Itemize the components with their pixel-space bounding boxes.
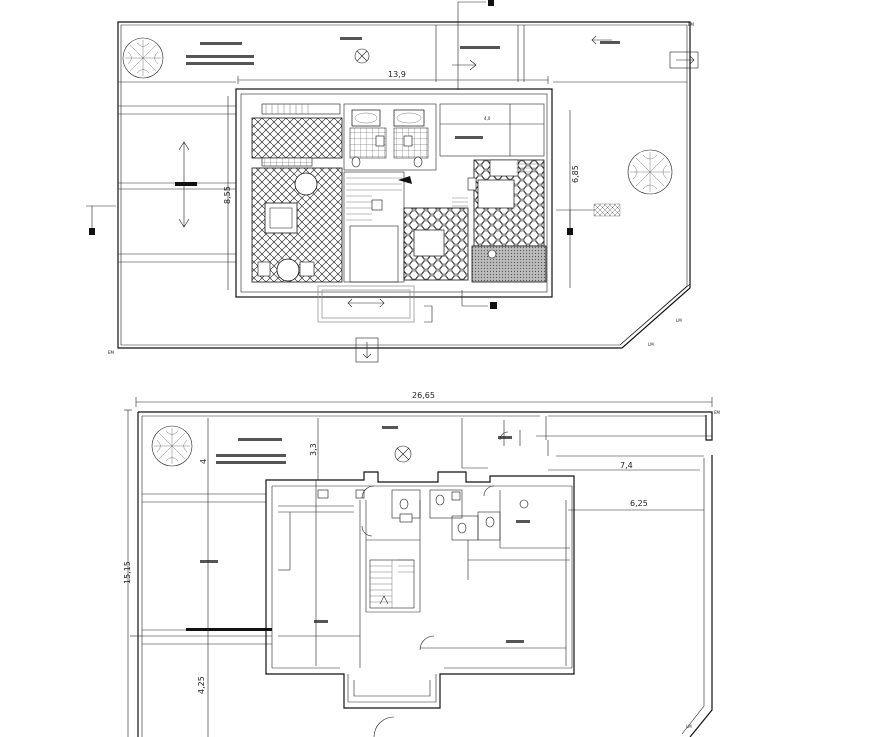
upper-terrace-lines (118, 25, 687, 263)
bed-upper-right (477, 179, 515, 209)
lower-terrace-lines (142, 493, 272, 645)
upper-tag-lm-bottom: LM (648, 342, 654, 347)
upper-depth-label: 8,55 (223, 186, 232, 204)
upper-width-label: 13,9 (388, 70, 406, 79)
upper-tag-em-right: EM (688, 22, 695, 27)
lower-tag-em: EM (714, 410, 721, 415)
lower-depth-label: 15,15 (123, 561, 132, 584)
lower-tag-lm: LM (686, 724, 692, 729)
upper-right-depth-label: 6,85 (571, 165, 580, 183)
upper-exit-arrows (355, 51, 699, 363)
lower-dimension-left: 15,15 (123, 409, 132, 737)
lower-label-blocks (200, 426, 530, 643)
lower-dimension-top: 26,65 (135, 391, 713, 407)
upper-entry-porch (317, 285, 433, 323)
upper-site-boundary (117, 21, 691, 349)
upper-dimension-top: 13,9 (237, 70, 549, 84)
lower-left-setback-label: 4 (199, 459, 208, 464)
lower-right-width-1-label: 7,4 (620, 461, 633, 470)
tree-symbol-upper-right (627, 149, 673, 195)
upper-tag-lm-right: LM (676, 318, 682, 323)
upper-section-marks (86, 0, 621, 309)
lower-front-porch (347, 674, 437, 703)
round-table-upper (294, 172, 318, 196)
tree-symbol-upper-left (122, 37, 164, 79)
lower-building-outline (265, 471, 575, 709)
lower-front-setback-label: 3,3 (309, 443, 318, 456)
lower-floor-plan: 26,65 15,15 (123, 391, 721, 737)
lower-interior-walls (278, 490, 570, 668)
light-fixture-lower (394, 445, 412, 463)
lower-staircase (369, 559, 415, 609)
upper-room-width: 4,0 (484, 116, 491, 121)
bathtub-2 (393, 109, 425, 127)
upper-floor-plan: 13,9 8,55 6,85 (86, 0, 699, 363)
arrow-up-down-left (178, 141, 190, 228)
bed-upper-center (413, 229, 445, 257)
upper-tag-em: EM (108, 350, 115, 355)
lower-doors (361, 431, 509, 737)
lower-section-marks (130, 418, 521, 637)
lower-rear-depth-label: 4,25 (197, 676, 206, 694)
lower-setback-dims: 4 3,3 4,25 7,4 6,25 (197, 418, 704, 737)
lower-right-width-2-label: 6,25 (630, 499, 648, 508)
upper-dimension-right: 6,85 (569, 110, 580, 288)
upper-label-blocks (186, 37, 620, 139)
lower-bathroom-fixtures (317, 489, 529, 541)
tree-symbol-lower (151, 425, 193, 467)
upper-dimension-left: 8,55 (223, 96, 232, 290)
bathtub-1 (351, 109, 381, 127)
lower-site-boundary (137, 411, 713, 737)
lower-width-label: 26,65 (412, 391, 435, 400)
upper-building-outline (235, 88, 553, 298)
light-fixture-upper (354, 48, 370, 64)
